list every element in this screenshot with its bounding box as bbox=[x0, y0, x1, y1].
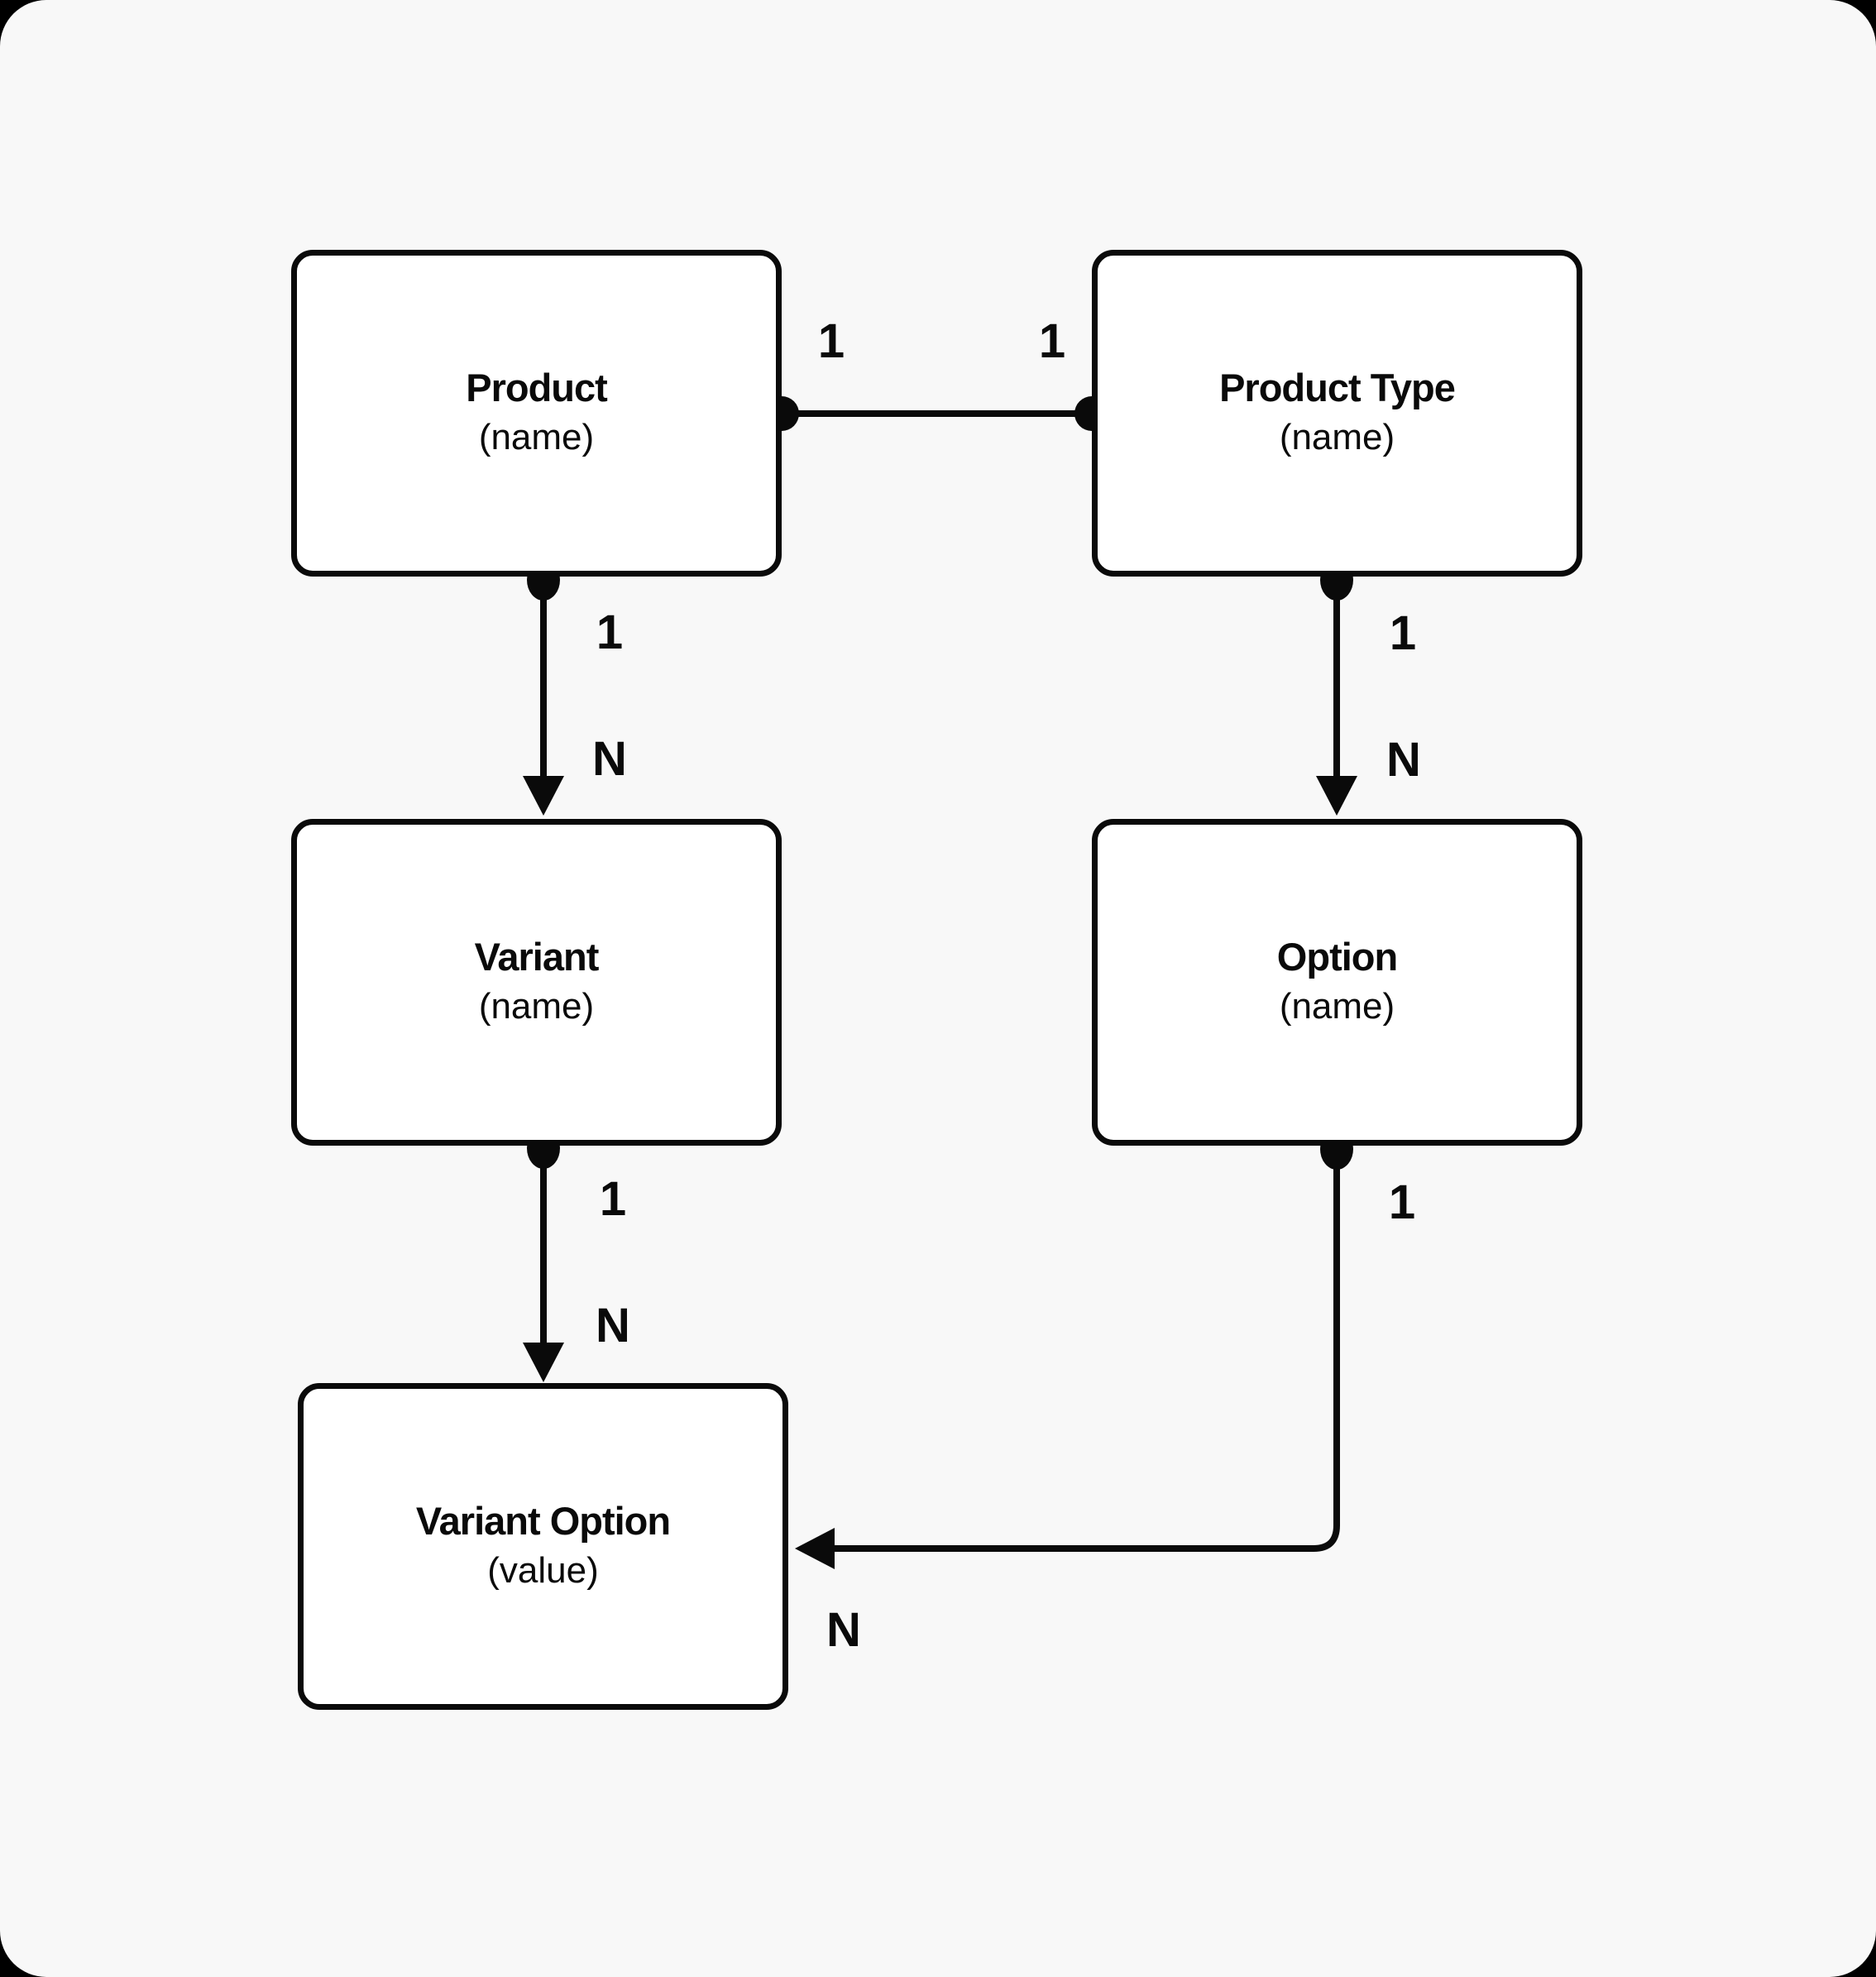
entity-title: Option bbox=[1276, 934, 1398, 979]
connector-option-to-variant-option bbox=[834, 1146, 1340, 1552]
cardinality-option-to-vo-1: 1 bbox=[1388, 1175, 1416, 1229]
entity-title: Product Type bbox=[1219, 365, 1456, 409]
entity-variant-option: Variant Option (value) bbox=[298, 1383, 788, 1710]
cardinality-product-to-variant-1: 1 bbox=[596, 606, 624, 659]
entity-product: Product (name) bbox=[291, 250, 782, 577]
cardinality-product-side: 1 bbox=[817, 314, 845, 368]
arrowhead-into-variant-icon bbox=[523, 776, 564, 816]
entity-title: Variant bbox=[474, 934, 600, 979]
arrowhead-into-variant-option-right-icon bbox=[795, 1528, 835, 1569]
entity-variant: Variant (name) bbox=[291, 819, 782, 1146]
entity-subtitle: (value) bbox=[487, 1549, 599, 1591]
entity-subtitle: (name) bbox=[478, 985, 595, 1027]
arrowhead-into-variant-option-top-icon bbox=[523, 1343, 564, 1382]
entity-subtitle: (name) bbox=[1279, 416, 1395, 457]
entity-subtitle: (name) bbox=[478, 416, 595, 457]
cardinality-product-to-variant-n: N bbox=[592, 732, 627, 786]
cardinality-option-to-vo-n: N bbox=[826, 1603, 861, 1657]
entity-subtitle: (name) bbox=[1279, 985, 1395, 1027]
cardinality-variant-to-vo-1: 1 bbox=[599, 1172, 627, 1226]
arrowhead-into-option-icon bbox=[1316, 776, 1357, 816]
cardinality-product-type-side: 1 bbox=[1038, 314, 1066, 368]
cardinality-type-to-option-1: 1 bbox=[1389, 606, 1417, 660]
entity-title: Variant Option bbox=[415, 1498, 671, 1543]
cardinality-type-to-option-n: N bbox=[1386, 733, 1421, 787]
cardinality-variant-to-vo-n: N bbox=[596, 1299, 630, 1352]
entity-product-type: Product Type (name) bbox=[1092, 250, 1582, 577]
entity-title: Product bbox=[466, 365, 608, 409]
entity-option: Option (name) bbox=[1092, 819, 1582, 1146]
